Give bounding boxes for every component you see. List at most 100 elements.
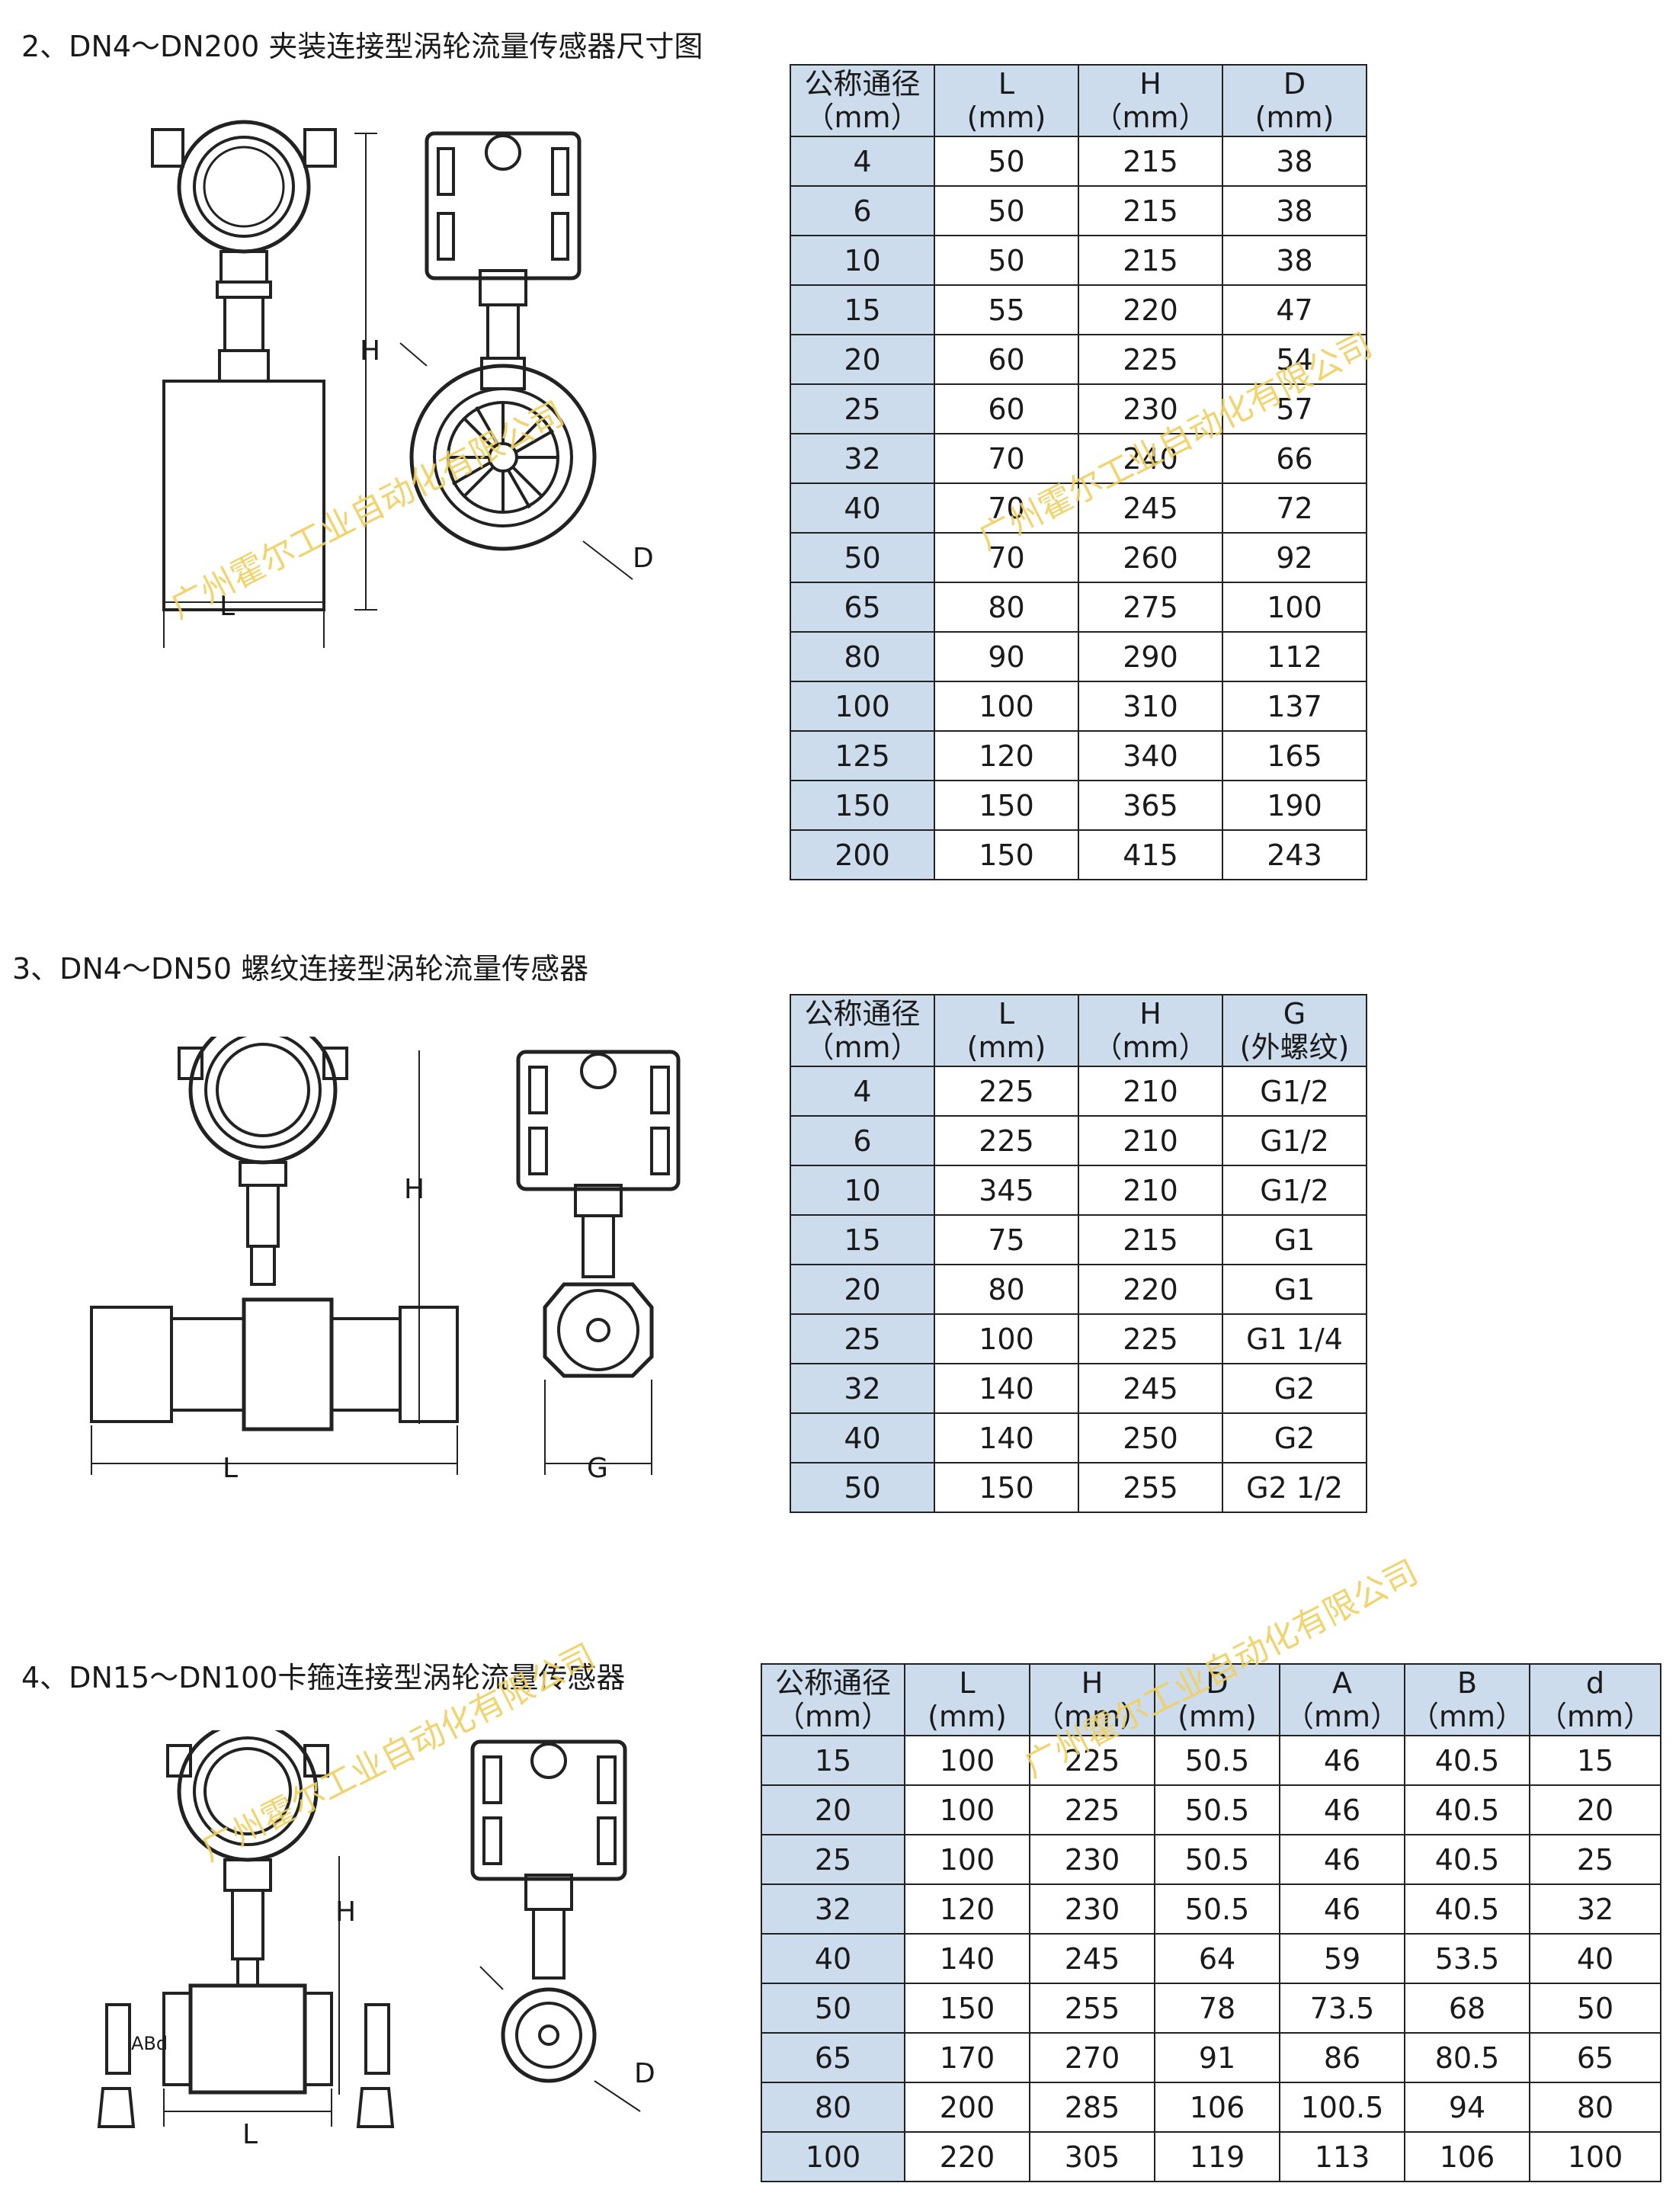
table-cell: 120 — [934, 730, 1079, 781]
table-cell: 255 — [1078, 1462, 1223, 1513]
table-cell: 170 — [904, 2032, 1030, 2083]
table-cell: 50.5 — [1154, 1784, 1280, 1835]
table-cell: 10 — [790, 1165, 935, 1216]
table-cell: 86 — [1279, 2032, 1405, 2083]
table-cell: 100 — [1222, 582, 1367, 633]
table-cell: 65 — [1529, 2032, 1661, 2083]
table-cell: 210 — [1078, 1165, 1223, 1216]
header-small-d: d（mm） — [1529, 1663, 1661, 1736]
threaded-sensor-drawing — [90, 1037, 681, 1475]
table-cell: 230 — [1078, 383, 1223, 434]
table-cell: 215 — [1078, 136, 1223, 187]
table-cell: 106 — [1404, 2131, 1530, 2182]
header-h: H（mm） — [1078, 64, 1223, 137]
section-3-title: 3、DN4～DN50 螺纹连接型涡轮流量传感器 — [12, 952, 589, 986]
table-cell: 92 — [1222, 532, 1367, 583]
clamp-sensor-drawing — [151, 120, 633, 648]
table-cell: 38 — [1222, 185, 1367, 236]
header-g: G(外螺纹) — [1222, 994, 1367, 1067]
dim-label-l: L — [219, 591, 236, 622]
table-cell: 72 — [1222, 482, 1367, 534]
section-4-title: 4、DN15～DN100卡箍连接型涡轮流量传感器 — [21, 1661, 626, 1694]
table-cell: 200 — [790, 829, 935, 880]
table-cell: 57 — [1222, 383, 1367, 434]
table-cell: 165 — [1222, 730, 1367, 781]
table-cell: 68 — [1404, 1983, 1530, 2034]
table-cell: 125 — [790, 730, 935, 781]
table-cell: 140 — [904, 1933, 1030, 1984]
table-cell: 100 — [761, 2131, 905, 2182]
table-cell: 210 — [1078, 1066, 1223, 1117]
table-cell: 245 — [1078, 482, 1223, 534]
table-cell: 290 — [1078, 631, 1223, 682]
table-cell: 255 — [1029, 1983, 1155, 2034]
table-cell: 230 — [1029, 1834, 1155, 1885]
table-cell: 15 — [790, 284, 935, 335]
table-cell: 25 — [1529, 1834, 1661, 1885]
table-cell: 94 — [1404, 2082, 1530, 2133]
table-cell: 75 — [934, 1214, 1079, 1265]
header-l: L(mm) — [934, 994, 1079, 1067]
table-cell: 64 — [1154, 1933, 1280, 1984]
table-cell: 38 — [1222, 136, 1367, 187]
table-cell: 225 — [934, 1115, 1079, 1166]
table-cell: 70 — [934, 532, 1079, 583]
table-cell: 54 — [1222, 334, 1367, 385]
table-cell: 50.5 — [1154, 1834, 1280, 1885]
table-cell: G1 1/4 — [1222, 1313, 1367, 1364]
table-cell: 100 — [790, 681, 935, 732]
dim-label-abd: ABd — [131, 2033, 168, 2054]
table-cell: 215 — [1078, 235, 1223, 286]
table-cell: G1/2 — [1222, 1165, 1367, 1216]
table-cell: 150 — [790, 780, 935, 831]
table-cell: 225 — [1078, 1313, 1223, 1364]
header-d: D(mm) — [1222, 64, 1367, 137]
table-cell: 80 — [790, 631, 935, 682]
dim-label-g: G — [587, 1453, 608, 1484]
table-cell: 340 — [1078, 730, 1223, 781]
table-cell: 150 — [934, 780, 1079, 831]
table-cell: 245 — [1029, 1933, 1155, 1984]
table-cell: 220 — [1078, 1264, 1223, 1315]
table-cell: 15 — [761, 1735, 905, 1786]
table-cell: 305 — [1029, 2131, 1155, 2182]
table-cell: 80 — [1529, 2082, 1661, 2133]
table-cell: 150 — [934, 1462, 1079, 1513]
tri-clamp-spec-table: 公称通径（mm） L(mm) H（mm） D(mm) A（mm） B（mm） d… — [761, 1663, 1661, 2182]
header-dn: 公称通径（mm） — [790, 994, 935, 1067]
header-dn: 公称通径（mm） — [790, 64, 935, 137]
table-cell: 40.5 — [1404, 1784, 1530, 1835]
table-cell: 78 — [1154, 1983, 1280, 2034]
table-cell: 53.5 — [1404, 1933, 1530, 1984]
table-cell: 190 — [1222, 780, 1367, 831]
table-cell: 285 — [1029, 2082, 1155, 2133]
table-cell: 15 — [790, 1214, 935, 1265]
table-cell: 120 — [904, 1883, 1030, 1935]
table-cell: 112 — [1222, 631, 1367, 682]
section-2-title: 2、DN4～DN200 夹装连接型涡轮流量传感器尺寸图 — [21, 30, 703, 63]
table-cell: G2 1/2 — [1222, 1462, 1367, 1513]
table-cell: 119 — [1154, 2131, 1280, 2182]
table-cell: 270 — [1029, 2032, 1155, 2083]
table-cell: 40.5 — [1404, 1834, 1530, 1885]
table-cell: G2 — [1222, 1412, 1367, 1463]
header-b: B（mm） — [1404, 1663, 1530, 1736]
table-cell: 20 — [761, 1784, 905, 1835]
